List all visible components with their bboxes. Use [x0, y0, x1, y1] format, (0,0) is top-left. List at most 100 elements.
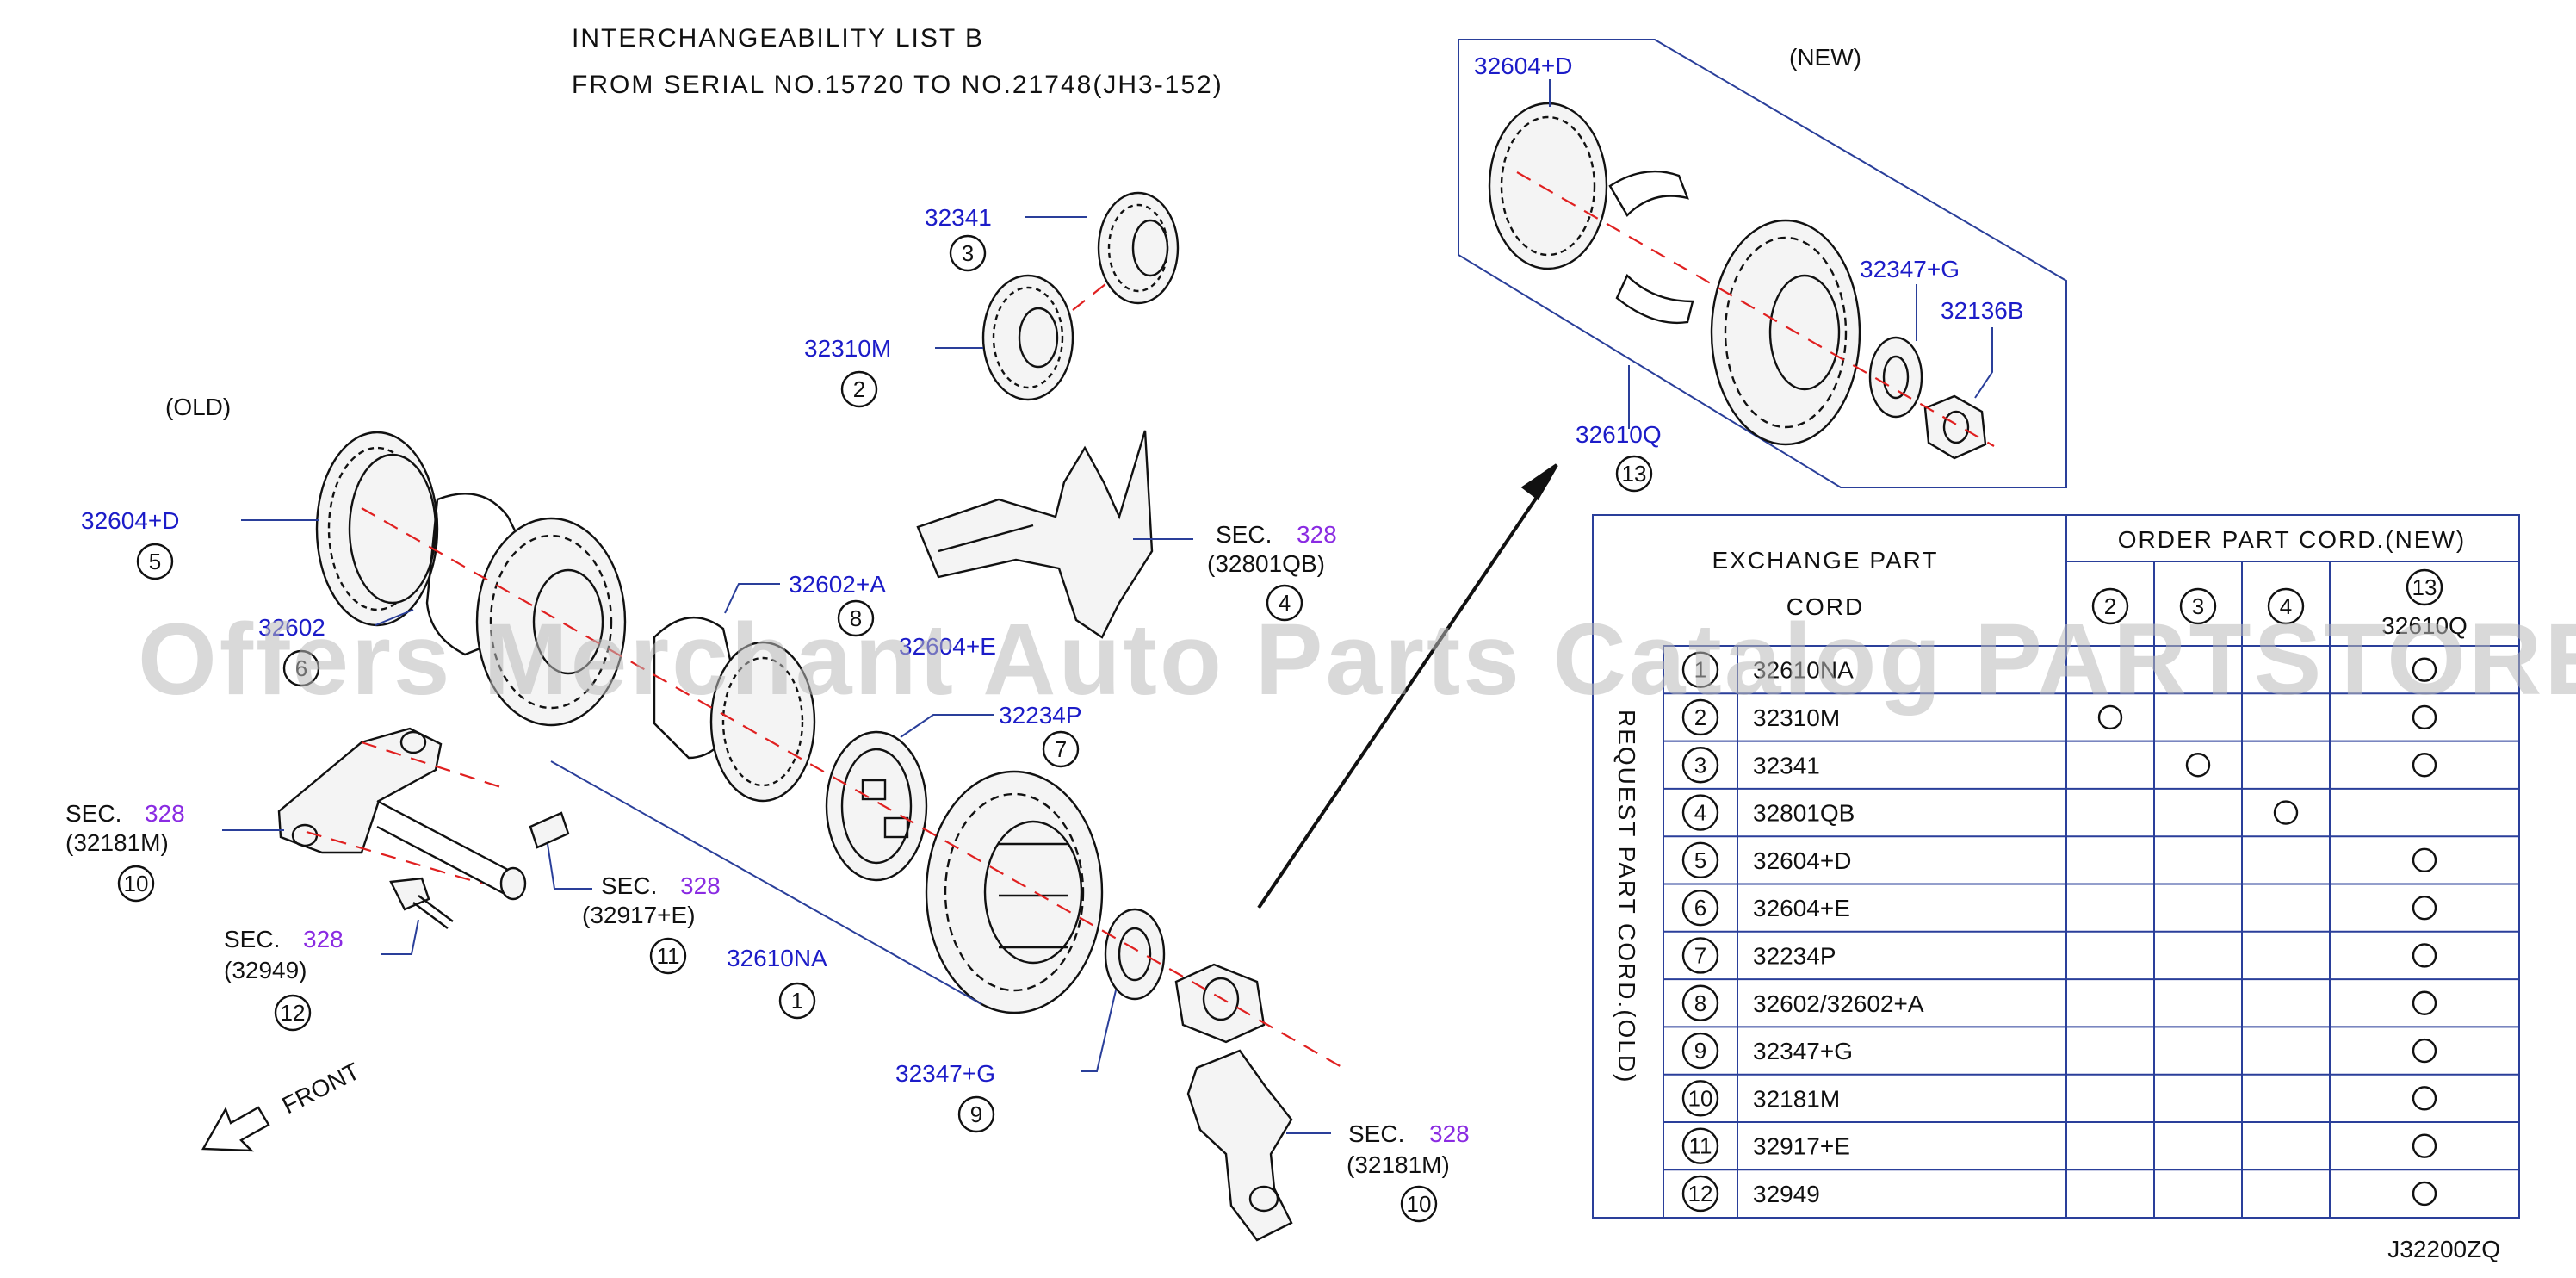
shift-arm-32181M-b[interactable]	[1186, 1049, 1293, 1242]
callout-sec-fork[interactable]: SEC. 328 (32801QB) 4	[1207, 521, 1337, 622]
callout-32347G-old[interactable]: 32347+G 9	[895, 1060, 995, 1133]
callout-32310M[interactable]: 32310M 2	[804, 335, 891, 408]
row-number: 1	[1694, 657, 1706, 683]
svg-text:328: 328	[145, 800, 185, 827]
pin-32917E[interactable]	[529, 811, 570, 849]
callout-sec-32949[interactable]: SEC. 328 (32949) 12	[224, 926, 344, 1032]
column-header-2: 2	[2091, 587, 2129, 625]
axis-old	[361, 507, 1344, 1069]
old-section-label: (OLD)	[165, 394, 231, 420]
row-part-code: 32917+E	[1753, 1133, 1850, 1160]
gear-32310M[interactable]	[981, 274, 1074, 401]
callout-32604D-old[interactable]: 32604+D 5	[81, 507, 179, 580]
svg-text:4: 4	[2280, 593, 2292, 619]
exchange-mark	[2412, 753, 2437, 778]
svg-text:32341: 32341	[925, 204, 992, 231]
svg-text:9: 9	[970, 1101, 982, 1127]
transition-arrow-line	[1257, 479, 1550, 909]
header-line-1: INTERCHANGEABILITY LIST B	[572, 24, 984, 53]
nut-old[interactable]	[1174, 963, 1266, 1044]
bolt-32949[interactable]	[389, 877, 454, 929]
shift-arm-32181M-a[interactable]	[277, 727, 527, 901]
thrust-washer-32347G-new[interactable]	[1868, 336, 1923, 419]
row-number: 10	[1688, 1085, 1713, 1111]
coupling-sleeve-32610Q[interactable]	[1710, 219, 1861, 446]
svg-text:4: 4	[1279, 590, 1291, 616]
shift-fork-32801QB[interactable]	[916, 430, 1154, 639]
column-header-4: 4	[2267, 587, 2305, 625]
callout-sec-32181M-a[interactable]: SEC. 328 (32181M) 10	[65, 800, 185, 903]
sleeve-hub-old[interactable]	[475, 517, 627, 727]
exchange-mark	[2412, 943, 2437, 968]
svg-text:32602+A: 32602+A	[789, 571, 886, 598]
svg-text:(32917+E): (32917+E)	[582, 902, 696, 928]
exchange-mark	[2412, 1086, 2437, 1111]
callout-32136B[interactable]: 32136B	[1941, 297, 2024, 324]
interchangeability-table: EXCHANGE PART CORD ORDER PART CORD.(NEW)…	[1592, 514, 2520, 1219]
svg-text:32610Q: 32610Q	[1576, 421, 1662, 448]
svg-text:13: 13	[1622, 461, 1647, 487]
table-row: 6 32604+E	[1663, 883, 2519, 927]
spring-new-a[interactable]	[1608, 170, 1689, 217]
svg-text:(32181M): (32181M)	[1347, 1151, 1450, 1178]
svg-text:32604+D: 32604+D	[1474, 53, 1572, 79]
exchange-header-1: EXCHANGE PART	[1712, 547, 1938, 574]
side-label: REQUEST PART CORD.(OLD)	[1613, 710, 1640, 1083]
synchro-ring-32604D-new[interactable]	[1488, 102, 1608, 270]
insert-32234P[interactable]	[825, 730, 928, 882]
coupling-sleeve-32610NA[interactable]	[925, 770, 1104, 1014]
spring-new-b[interactable]	[1615, 273, 1694, 325]
synchro-ring-inner[interactable]	[709, 641, 816, 803]
exchange-mark	[2412, 895, 2437, 921]
exchange-mark	[2412, 1133, 2437, 1158]
order-header: ORDER PART CORD.(NEW)	[2118, 526, 2466, 553]
svg-text:328: 328	[1297, 521, 1337, 548]
svg-text:32234P: 32234P	[999, 702, 1082, 729]
svg-text:SEC.: SEC.	[1348, 1120, 1404, 1147]
row-number: 6	[1694, 895, 1706, 921]
header-line-2: FROM SERIAL NO.15720 TO NO.21748(JH3-152…	[572, 71, 1223, 99]
table-border	[1592, 514, 2520, 1219]
row-part-code: 32604+E	[1753, 895, 1850, 921]
callout-32234P[interactable]: 32234P 7	[999, 702, 1082, 768]
callout-32604E[interactable]: 32604+E	[899, 633, 996, 660]
callout-32347G-new[interactable]: 32347+G	[1860, 256, 1960, 282]
synchro-ring-32604D-old[interactable]	[315, 431, 439, 627]
callout-sec-32181M-b[interactable]: SEC. 328 (32181M) 10	[1347, 1120, 1470, 1223]
callout-sec-32917E[interactable]: SEC. 328 (32917+E) 11	[582, 872, 721, 975]
svg-text:(32181M): (32181M)	[65, 829, 169, 856]
row-part-code: 32347+G	[1753, 1038, 1853, 1064]
leader-32949	[381, 919, 419, 955]
callout-32341[interactable]: 32341 3	[925, 204, 992, 272]
exchange-mark	[2412, 847, 2437, 873]
front-label: FRONT	[278, 1058, 364, 1119]
gear-32341[interactable]	[1097, 191, 1180, 305]
callout-32610Q[interactable]: 32610Q 13	[1576, 421, 1662, 493]
nut-32136B[interactable]	[1923, 394, 1987, 460]
svg-text:(32801QB): (32801QB)	[1207, 550, 1325, 577]
svg-text:32310M: 32310M	[804, 335, 891, 362]
row-number: 4	[1694, 800, 1706, 826]
row-part-code: 32341	[1753, 752, 1820, 779]
svg-text:1: 1	[791, 988, 803, 1014]
leader-32602	[375, 609, 414, 626]
callout-32610NA[interactable]: 32610NA 1	[727, 945, 827, 1020]
callout-32602A[interactable]: 32602+A 8	[789, 571, 886, 637]
callout-32602[interactable]: 32602 6	[258, 614, 325, 687]
callout-32604D-new[interactable]: 32604+D	[1474, 53, 1572, 79]
exchange-mark	[2412, 990, 2437, 1015]
thrust-washer-32347G-old[interactable]	[1104, 908, 1166, 1001]
svg-text:5: 5	[149, 549, 161, 574]
svg-text:8: 8	[850, 605, 862, 631]
svg-text:32604+E: 32604+E	[899, 633, 996, 660]
row-number: 8	[1694, 990, 1706, 1016]
